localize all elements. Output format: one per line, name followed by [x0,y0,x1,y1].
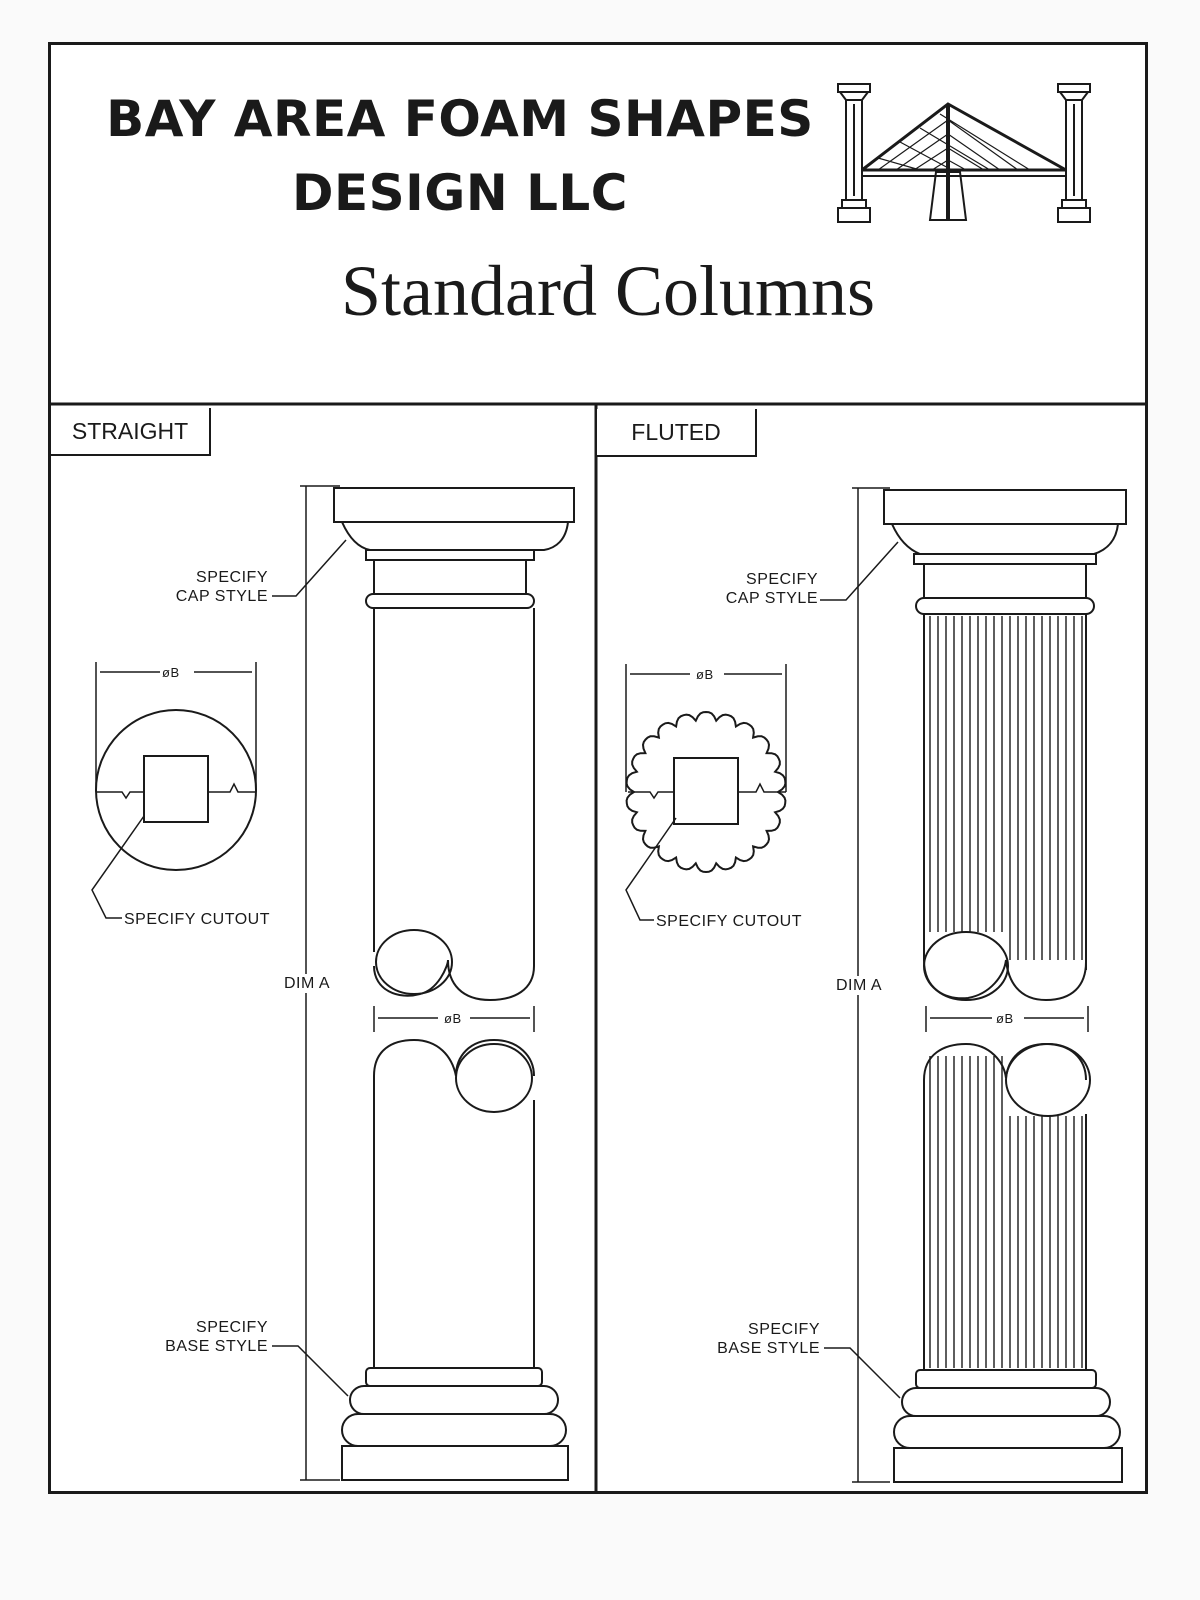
fluted-plinth [893,1447,1123,1483]
fluted-cutout-callout: SPECIFY CUTOUT [656,913,802,930]
straight-section-cutout [143,755,209,823]
company-name-line1: BAY AREA FOAM SHAPES [106,90,814,148]
fluted-shaft-dim-b-label: øB [996,1011,1014,1026]
straight-cap-callout-line1: SPECIFY [196,569,268,586]
fluted-section [625,664,787,921]
straight-base-callout-line2: BASE STYLE [165,1338,268,1355]
fluted-shaft-flutes [929,616,1083,1368]
straight-plinth [341,1445,569,1481]
straight-cutout-callout: SPECIFY CUTOUT [124,911,270,928]
straight-section [91,662,257,919]
fluted-base-callout-line1: SPECIFY [748,1321,820,1338]
straight-shaft-dim-b-label: øB [444,1011,462,1026]
fluted-section-cutout [673,757,739,825]
fluted-dim-a-label: DIM A [834,976,885,995]
fluted-cap-callout: SPECIFY CAP STYLE [700,570,818,608]
panel-label-straight: STRAIGHT [51,408,211,456]
page-title: Standard Columns [341,251,875,331]
fluted-section-dim-b-label: øB [696,667,714,682]
straight-cap-callout: SPECIFY CAP STYLE [150,568,268,606]
fluted-base-callout: SPECIFY BASE STYLE [690,1320,820,1358]
straight-section-dim-b-label: øB [162,665,180,680]
fluted-cap-callout-line2: CAP STYLE [725,590,818,607]
panel-label-fluted: FLUTED [597,409,757,457]
fluted-cap-callout-line1: SPECIFY [746,571,818,588]
fluted-column [820,487,1127,1483]
fluted-cap-abacus [883,489,1127,525]
straight-cap-callout-line2: CAP STYLE [175,588,268,605]
page-frame [48,42,1148,1494]
straight-cap-abacus [333,487,575,523]
straight-section-circle [95,709,257,871]
straight-base-callout-line1: SPECIFY [196,1319,268,1336]
company-name: BAY AREA FOAM SHAPES DESIGN LLC [60,82,860,230]
fluted-base-callout-line2: BASE STYLE [717,1340,820,1357]
bridge-logo [837,83,1091,223]
company-name-line2: DESIGN LLC [292,164,628,222]
straight-dim-a-label: DIM A [282,974,333,993]
straight-base-callout: SPECIFY BASE STYLE [140,1318,268,1356]
